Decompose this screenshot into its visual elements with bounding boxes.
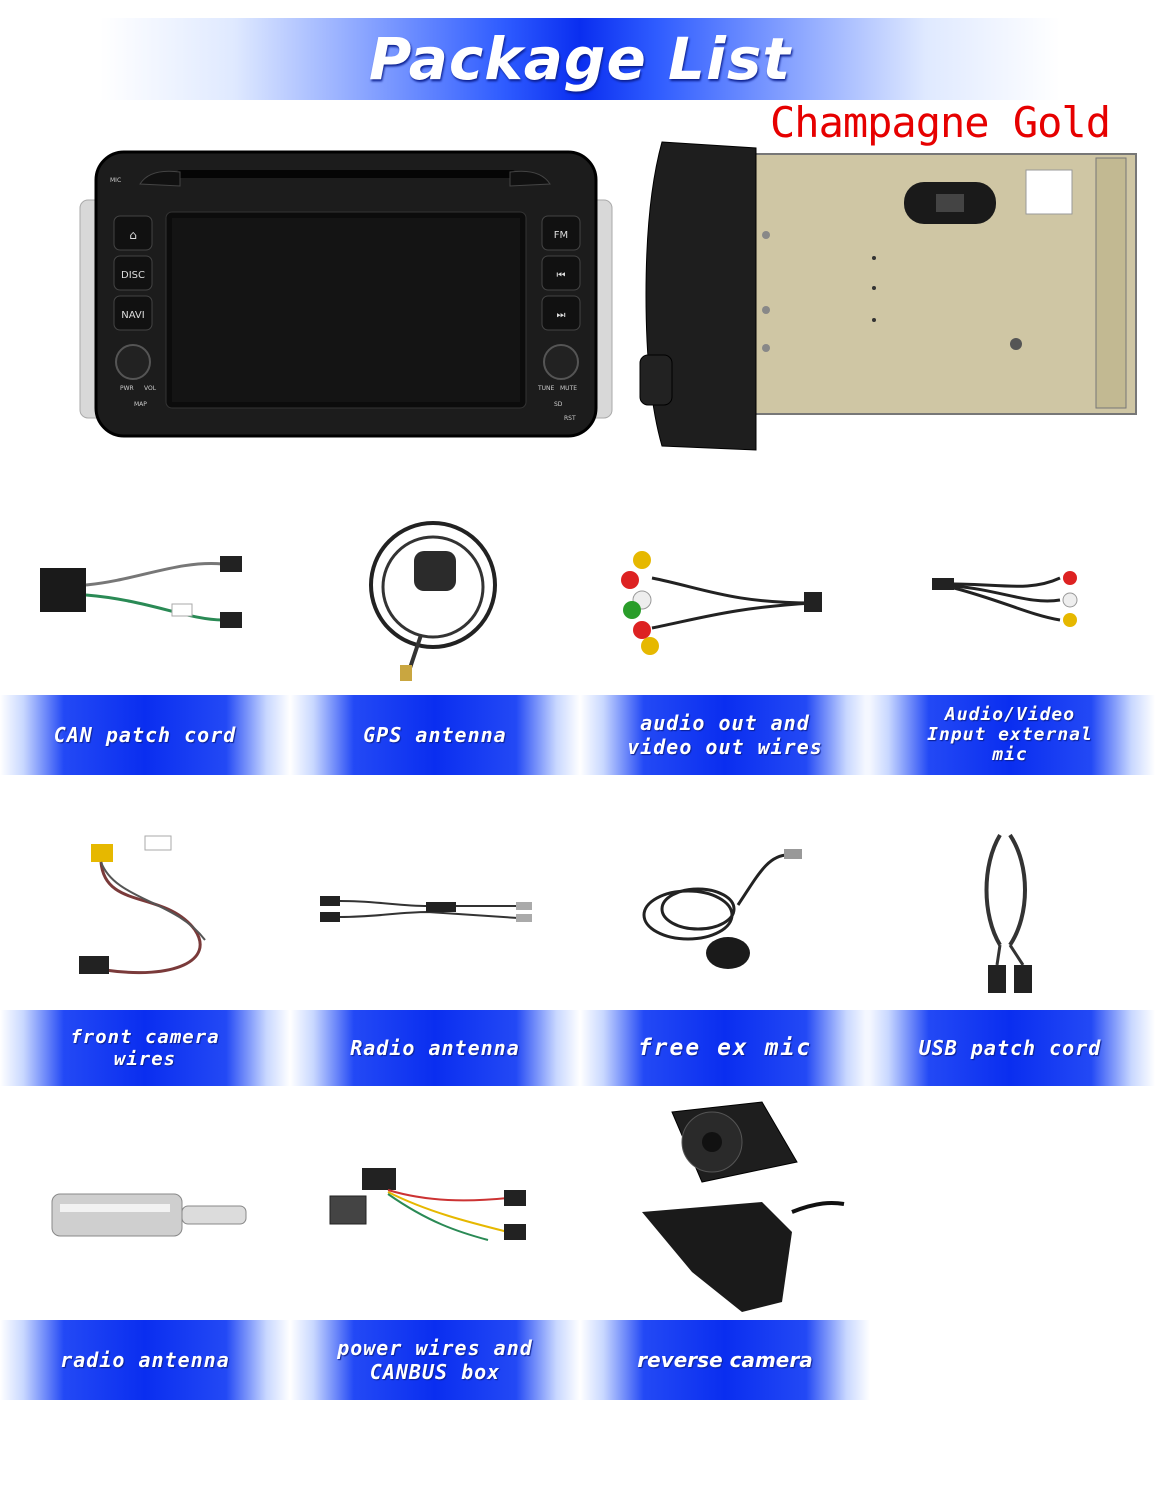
pwr-label: PWR — [120, 385, 134, 392]
item-label-radio-antenna-adapter: Radio antenna — [290, 1010, 580, 1086]
mute-label: MUTE — [560, 385, 577, 392]
svg-text:⏭: ⏭ — [557, 310, 566, 321]
map-label: MAP — [134, 401, 147, 408]
mic-label: MIC — [110, 177, 121, 184]
navi-button: NAVI — [121, 310, 144, 321]
color-option-label: Champagne Gold — [770, 98, 1111, 147]
svg-text:⌂: ⌂ — [129, 228, 137, 242]
item-label-can-patch-cord: CAN patch cord — [0, 695, 290, 775]
fm-button: FM — [554, 230, 568, 241]
vol-label: VOL — [144, 385, 157, 392]
item-label-free-ex-mic: free ex mic — [580, 1010, 870, 1086]
audio-video-input-mic-image — [932, 571, 1078, 627]
power-wires-canbus-box-image — [329, 1168, 526, 1241]
reverse-camera-image — [642, 1101, 845, 1312]
item-label-front-camera-wires: front camera wires — [0, 1010, 290, 1086]
audio-video-out-wires-image — [621, 551, 822, 655]
free-ex-mic-image — [642, 849, 802, 969]
head-unit-chassis-image — [639, 141, 1137, 451]
tune-label: TUNE — [537, 385, 555, 392]
front-camera-wires-image — [79, 835, 206, 975]
sd-label: SD — [554, 401, 563, 408]
can-patch-cord-image — [40, 556, 242, 628]
rst-label: RST — [564, 415, 576, 422]
item-label-audio-video-input-mic: Audio/Video Input external mic — [865, 695, 1155, 775]
radio-antenna-connector-image — [51, 1193, 247, 1237]
item-label-usb-patch-cord: USB patch cord — [865, 1010, 1155, 1086]
item-label-radio-antenna-connector: radio antenna — [0, 1320, 290, 1400]
page-title: Package List — [368, 25, 792, 93]
radio-antenna-adapter-image — [320, 896, 532, 922]
svg-text:⏮: ⏮ — [557, 270, 566, 281]
usb-patch-cord-image — [984, 833, 1032, 993]
item-label-audio-video-out: audio out and video out wires — [580, 695, 870, 775]
item-label-power-wires-canbus-box: power wires and CANBUS box — [290, 1320, 580, 1400]
head-unit-front-image: ⌂ DISC NAVI FM ⏮ ⏭ MIC PWR VOL MAP TUNE … — [79, 150, 613, 438]
item-label-reverse-camera: reverse camera — [580, 1320, 870, 1400]
package-list-banner: Package List — [100, 18, 1060, 100]
item-label-gps-antenna: GPS antenna — [290, 695, 580, 775]
gps-antenna-image — [369, 521, 497, 681]
disc-button: DISC — [121, 270, 145, 281]
